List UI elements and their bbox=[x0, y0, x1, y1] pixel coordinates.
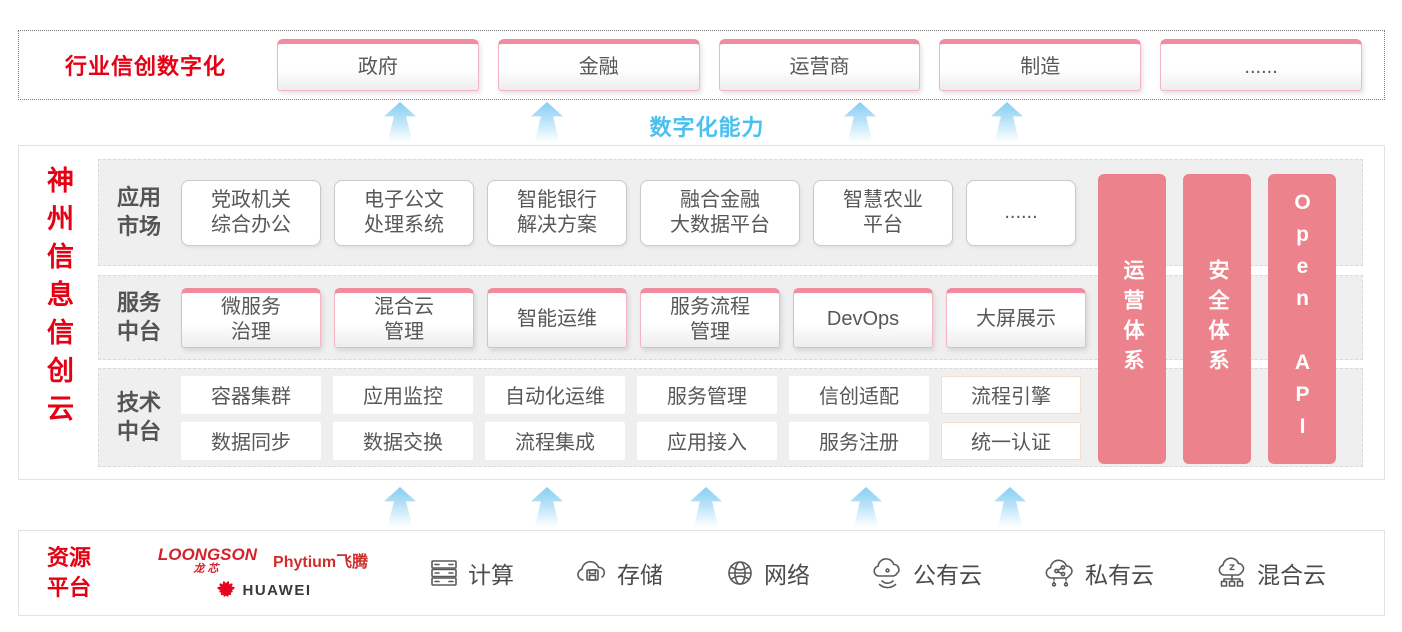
private-cloud-icon bbox=[1045, 559, 1073, 587]
resource-public-cloud: 公有云 bbox=[870, 556, 982, 590]
up-arrow-icon bbox=[531, 487, 563, 527]
up-arrow-icon bbox=[991, 102, 1023, 142]
resource-items: 计算 存储 网络 bbox=[389, 556, 1384, 590]
service-tile: DevOps bbox=[793, 287, 933, 348]
tech-tile: 应用监控 bbox=[333, 375, 473, 414]
up-arrow-icon bbox=[844, 102, 876, 142]
phytium-logo: Phytium飞腾 bbox=[273, 554, 369, 571]
industry-tile-manufacturing: 制造 bbox=[939, 39, 1142, 91]
up-arrow-icon bbox=[384, 487, 416, 527]
tech-tile: 服务管理 bbox=[637, 375, 777, 414]
pillar-security-system: 安全体系 bbox=[1183, 174, 1251, 464]
resource-network: 网络 bbox=[723, 556, 810, 590]
platform-panel: 神州信息信创云 应用 市场 党政机关综合办公 电子公文处理系统 智能银行解决方案… bbox=[18, 145, 1385, 480]
up-arrow-icon bbox=[994, 487, 1026, 527]
industry-banner-title: 行业信创数字化 bbox=[65, 54, 227, 79]
industry-tile-more: ...... bbox=[1160, 39, 1362, 91]
up-arrow-icon bbox=[690, 487, 722, 527]
pillar-operation-system: 运营体系 bbox=[1098, 174, 1166, 464]
row-label-service-platform: 服务 中台 bbox=[116, 289, 161, 344]
row-label-app-market: 应用 市场 bbox=[116, 184, 161, 239]
resource-title: 资源 平台 bbox=[47, 545, 92, 600]
industry-tile-finance: 金融 bbox=[497, 39, 700, 91]
app-tile: 智能银行解决方案 bbox=[487, 179, 627, 246]
app-tile-more: ...... bbox=[966, 179, 1076, 246]
huawei-logo: HUAWEI bbox=[215, 580, 312, 600]
tech-tile: 容器集群 bbox=[181, 375, 321, 414]
industry-tiles: 政府 金融 运营商 制造 ...... bbox=[277, 39, 1362, 91]
resource-storage: 存储 bbox=[574, 556, 663, 590]
app-tile: 融合金融大数据平台 bbox=[640, 179, 800, 246]
tech-tile: 信创适配 bbox=[789, 375, 929, 414]
tech-tiles: 容器集群 应用监控 自动化运维 服务管理 信创适配 流程引擎 数据同步 数据交换… bbox=[181, 375, 1081, 460]
tech-tile: 数据同步 bbox=[181, 421, 321, 460]
hybrid-cloud-icon bbox=[1218, 557, 1245, 587]
vendor-logos: LOONGSON 龙芯 Phytium飞腾 bbox=[137, 546, 389, 600]
service-tiles: 微服务治理 混合云管理 智能运维 服务流程管理 DevOps 大屏展示 bbox=[181, 287, 1086, 348]
tech-tile: 统一认证 bbox=[941, 421, 1081, 460]
row-tech-platform: 技术 中台 容器集群 应用监控 自动化运维 服务管理 信创适配 流程引擎 数据同… bbox=[98, 368, 1363, 467]
capability-label: 数字化能力 bbox=[649, 115, 765, 140]
service-tile: 服务流程管理 bbox=[640, 287, 780, 348]
app-tile: 电子公文处理系统 bbox=[334, 179, 474, 246]
service-tile: 大屏展示 bbox=[946, 287, 1086, 348]
industry-tile-operator: 运营商 bbox=[718, 39, 921, 91]
tech-tile: 数据交换 bbox=[333, 421, 473, 460]
app-tile: 党政机关综合办公 bbox=[181, 179, 321, 246]
service-tile: 混合云管理 bbox=[334, 287, 474, 348]
tech-tile: 服务注册 bbox=[789, 421, 929, 460]
service-tile: 智能运维 bbox=[487, 287, 627, 348]
row-app-market: 应用 市场 党政机关综合办公 电子公文处理系统 智能银行解决方案 融合金融大数据… bbox=[98, 159, 1363, 266]
up-arrow-icon bbox=[384, 102, 416, 142]
platform-title: 神州信息信创云 bbox=[43, 166, 73, 432]
resource-compute: 计算 bbox=[427, 556, 514, 590]
storage-icon bbox=[577, 560, 606, 581]
up-arrow-icon bbox=[531, 102, 563, 142]
huawei-flower-icon bbox=[216, 581, 235, 597]
tech-tile: 流程引擎 bbox=[941, 375, 1081, 414]
tech-tile: 应用接入 bbox=[637, 421, 777, 460]
up-arrow-icon bbox=[850, 487, 882, 527]
app-market-tiles: 党政机关综合办公 电子公文处理系统 智能银行解决方案 融合金融大数据平台 智慧农… bbox=[181, 179, 1076, 246]
tech-tile: 自动化运维 bbox=[485, 375, 625, 414]
resource-private-cloud: 私有云 bbox=[1042, 556, 1154, 590]
public-cloud-icon bbox=[873, 558, 900, 589]
tech-tile: 流程集成 bbox=[485, 421, 625, 460]
industry-tile-government: 政府 bbox=[277, 39, 479, 91]
app-tile: 智慧农业平台 bbox=[813, 179, 953, 246]
pillar-open-api: Open API bbox=[1268, 174, 1336, 464]
industry-banner: 行业信创数字化 政府 金融 运营商 制造 ...... bbox=[18, 30, 1385, 100]
resource-hybrid-cloud: 混合云 bbox=[1214, 556, 1326, 590]
resource-panel: 资源 平台 LOONGSON 龙芯 Phytium飞腾 bbox=[18, 530, 1385, 616]
loongson-logo: LOONGSON 龙芯 bbox=[157, 545, 258, 575]
network-icon bbox=[728, 561, 752, 585]
row-service-platform: 服务 中台 微服务治理 混合云管理 智能运维 服务流程管理 DevOps 大屏展… bbox=[98, 275, 1363, 360]
row-label-tech-platform: 技术 中台 bbox=[116, 389, 161, 444]
service-tile: 微服务治理 bbox=[181, 287, 321, 348]
compute-icon bbox=[431, 560, 457, 586]
